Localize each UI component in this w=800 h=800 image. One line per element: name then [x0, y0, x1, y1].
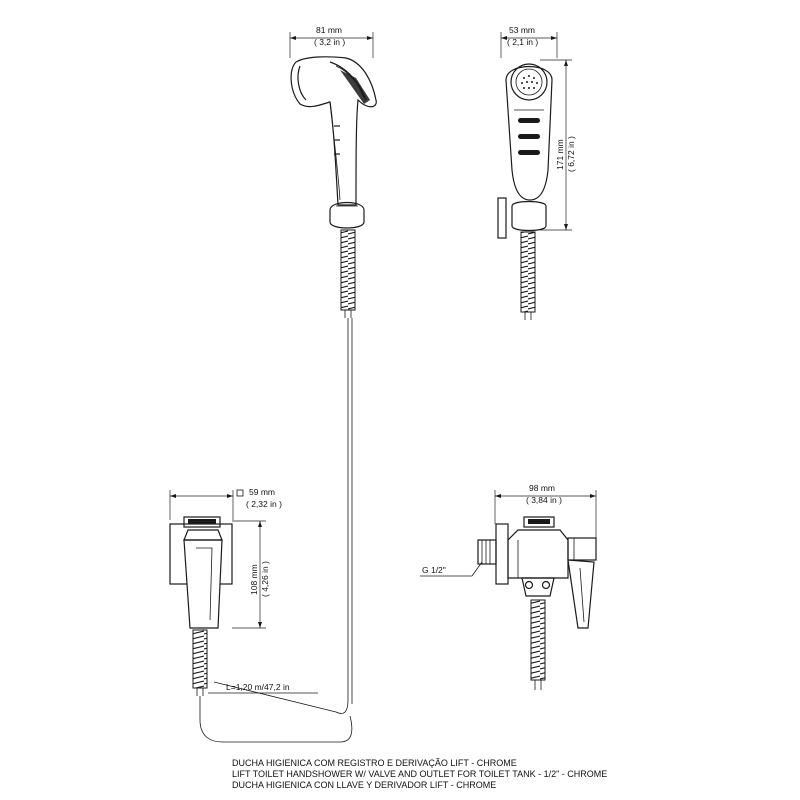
handshower-side-view: 81 mm ( 3,2 in )	[289, 25, 377, 318]
dim-81mm: 81 mm	[316, 25, 342, 35]
dim-hose-length: L=1,20 m/47,2 in	[226, 682, 290, 692]
caption-line-3: DUCHA HIGIENICA CON LLAVE Y DERIVADOR LI…	[232, 780, 497, 790]
dim-3-84in: ( 3,84 in )	[526, 495, 562, 505]
dim-2-32in: ( 2,32 in )	[246, 499, 282, 509]
dim-2-1in: ( 2,1 in )	[507, 37, 538, 47]
valve-side-view: 59 mm ( 2,32 in ) 108 mm ( 4,26 in )	[169, 487, 353, 743]
dim-59mm: 59 mm	[249, 487, 275, 497]
dim-171mm: 171 mm	[555, 139, 565, 170]
caption-line-2: LIFT TOILET HANDSHOWER W/ VALVE AND OUTL…	[232, 769, 608, 779]
dim-53mm: 53 mm	[509, 25, 535, 35]
handshower-front-view: 53 mm ( 2,1 in ) 171 mm ( 6,72 in )	[497, 25, 576, 320]
dim-3-2in: ( 3,2 in )	[314, 37, 345, 47]
thread-label: G 1/2"	[422, 565, 446, 575]
hose-route-line	[213, 318, 349, 714]
valve-front-view: 98 mm ( 3,84 in )	[477, 483, 597, 690]
dim-108mm: 108 mm	[249, 564, 259, 595]
spray-nozzles	[521, 75, 538, 89]
dim-98mm: 98 mm	[529, 483, 555, 493]
caption-line-1: DUCHA HIGIENICA COM REGISTRO E DERIVAÇÃO…	[232, 758, 517, 768]
dim-6-72in: ( 6,72 in )	[566, 136, 576, 172]
dim-4-26in: ( 4,26 in )	[260, 561, 270, 597]
